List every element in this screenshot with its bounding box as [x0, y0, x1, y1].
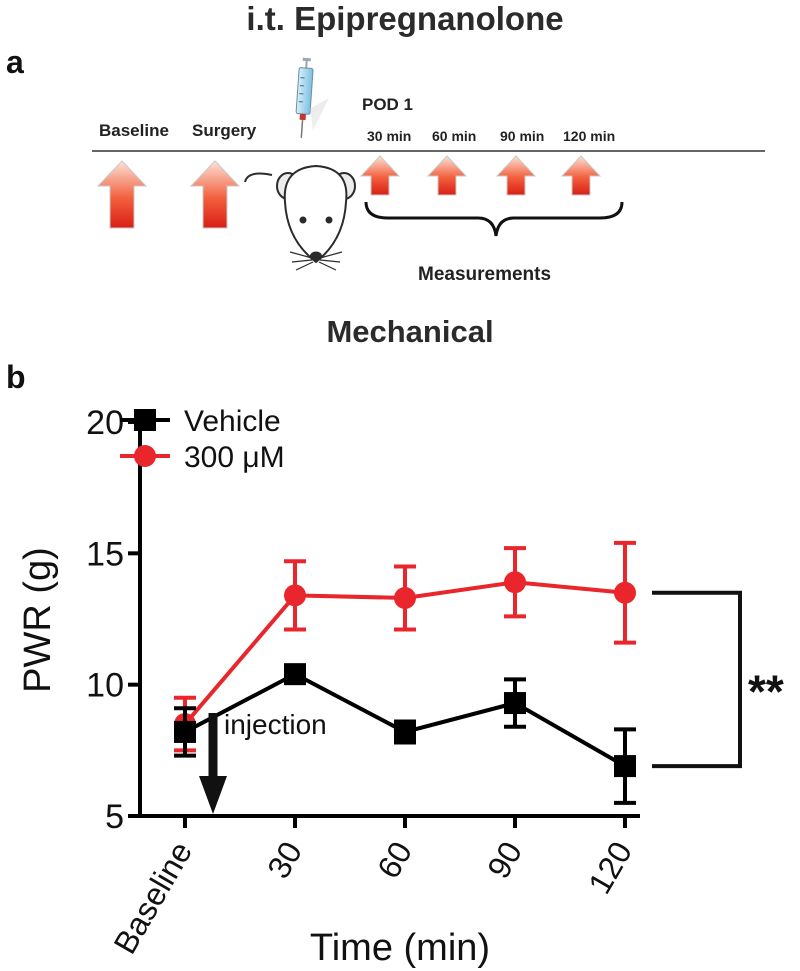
timeline-time-30: 30 min: [367, 128, 411, 144]
up-arrow-icon: [560, 155, 602, 196]
y-tick-label: 5: [105, 798, 124, 836]
timeline-step-surgery: Surgery: [192, 121, 257, 140]
legend-label: 300 μM: [184, 441, 285, 474]
x-tick-label: 90: [480, 836, 529, 885]
y-tick-label: 10: [86, 667, 124, 705]
timeline-time-90: 90 min: [500, 128, 544, 144]
x-tick-label: 60: [370, 836, 419, 885]
mouse-icon: [244, 164, 356, 271]
up-arrow-icon: [189, 160, 241, 229]
y-axis-title: PWR (g): [17, 547, 59, 693]
data-point: [394, 586, 416, 609]
x-tick-label: 30: [260, 836, 309, 885]
y-tick-label: 15: [86, 535, 124, 573]
data-point: [614, 581, 636, 604]
timeline-time-60: 60 min: [432, 128, 476, 144]
data-point: [284, 663, 306, 686]
panel-b-label: b: [6, 359, 26, 395]
measurements-brace: [364, 201, 624, 237]
measurements-label: Measurements: [418, 264, 551, 285]
injection-label: injection: [224, 709, 327, 740]
data-point: [614, 755, 636, 778]
timeline-step-baseline: Baseline: [99, 121, 169, 140]
x-axis-title: Time (min): [310, 927, 490, 969]
up-arrow-icon: [426, 155, 468, 196]
figure-title: i.t. Epipregnanolone: [246, 0, 563, 37]
data-point: [284, 584, 306, 607]
x-tick-label: Baseline: [107, 836, 200, 960]
significance-marker: **: [748, 665, 784, 717]
significance-bracket: [652, 590, 742, 769]
legend-swatch-marker: [134, 445, 156, 467]
syringe-icon: [295, 57, 330, 138]
data-point: [174, 720, 196, 743]
legend-swatch-marker: [134, 409, 156, 431]
up-arrow-icon: [495, 155, 537, 196]
data-point: [504, 571, 526, 594]
timeline-time-120: 120 min: [563, 128, 615, 144]
panel-a-label: a: [6, 44, 24, 80]
down-arrow-icon: [199, 776, 227, 814]
data-point: [504, 692, 526, 715]
data-point: [394, 720, 416, 743]
up-arrow-icon: [96, 160, 148, 229]
y-tick-label: 20: [86, 404, 124, 442]
chart-subtitle: Mechanical: [326, 314, 493, 349]
x-tick-label: 120: [581, 836, 639, 900]
timeline-pod-label: POD 1: [362, 95, 413, 114]
up-arrow-icon: [359, 155, 401, 196]
legend-label: Vehicle: [184, 405, 281, 438]
